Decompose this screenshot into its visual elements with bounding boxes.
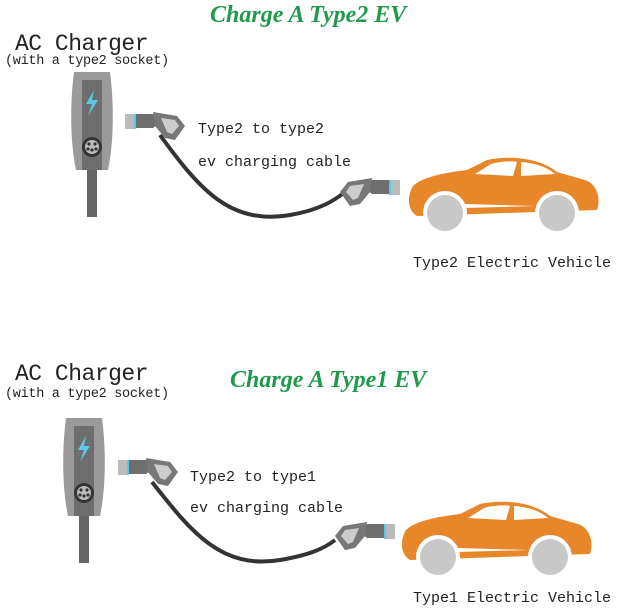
panel-1-vehicle-label: Type2 Electric Vehicle <box>413 255 612 272</box>
panel-2-charger-label: AC Charger <box>15 361 149 387</box>
type1-car-icon <box>401 501 592 579</box>
panel-1-graphics <box>71 72 599 235</box>
panel-1-cable-label-1: Type2 to type2 <box>198 121 325 138</box>
panel-1-title: Charge A Type2 EV <box>210 2 407 28</box>
panel-1-charger-sublabel: (with a type2 socket) <box>5 54 169 69</box>
type2-plug-icon <box>125 112 185 140</box>
panel-2-charger-sublabel: (with a type2 socket) <box>5 387 169 402</box>
ac-charger-icon <box>63 418 105 563</box>
type2-car-icon <box>408 157 599 235</box>
ac-charger-icon <box>71 72 113 217</box>
panel-1-cable-label-2: ev charging cable <box>198 154 352 171</box>
panel-2-vehicle-label: Type1 Electric Vehicle <box>413 590 612 607</box>
panel-2-title: Charge A Type1 EV <box>230 367 427 393</box>
type2-vehicle-plug-icon <box>340 178 400 206</box>
charging-cable <box>150 480 337 564</box>
charging-cable <box>158 133 347 219</box>
type1-vehicle-plug-icon <box>335 522 395 550</box>
panel-2-graphics <box>63 418 592 579</box>
panel-1-charger-label: AC Charger <box>15 31 149 57</box>
panel-2-cable-label-1: Type2 to type1 <box>190 469 317 486</box>
panel-2-cable-label-2: ev charging cable <box>190 500 344 517</box>
type2-plug-icon <box>118 458 178 486</box>
